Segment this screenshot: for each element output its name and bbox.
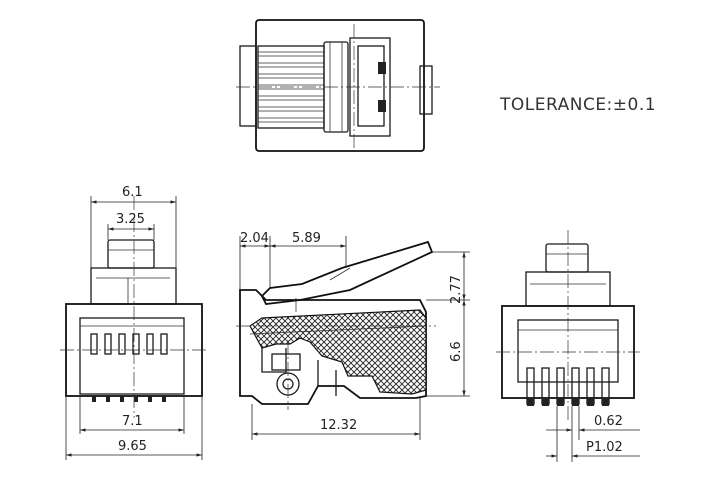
side-view-dimensions: 2.04 5.89 12.32 2.77 6.6	[239, 231, 470, 440]
front-view	[60, 196, 208, 418]
top-view	[236, 19, 440, 152]
side-view-section-hatch	[249, 309, 427, 395]
dim-12-32: 12.32	[320, 418, 357, 433]
rear-view-pins	[526, 367, 610, 406]
dim-7-1: 7.1	[122, 414, 143, 429]
dim-2-04: 2.04	[240, 231, 269, 246]
dim-6-6: 6.6	[449, 341, 464, 362]
front-view-contacts	[90, 333, 168, 402]
rear-view	[496, 230, 640, 420]
side-view	[236, 240, 436, 410]
tolerance-note: TOLERANCE:±0.1	[499, 95, 656, 115]
rear-view-dimensions: 0.62 P1.02	[546, 406, 640, 462]
dim-2-77: 2.77	[449, 275, 464, 304]
dim-0-62: 0.62	[594, 414, 623, 429]
top-view-contact-ridges	[257, 45, 325, 129]
front-view-dimensions: 6.1 3.25 7.1 9.65	[65, 185, 203, 460]
dim-3-25: 3.25	[116, 212, 145, 227]
dim-9-65: 9.65	[118, 439, 147, 454]
dim-5-89: 5.89	[292, 231, 321, 246]
dim-p1-02: P1.02	[586, 440, 623, 455]
dim-6-1: 6.1	[122, 185, 143, 200]
